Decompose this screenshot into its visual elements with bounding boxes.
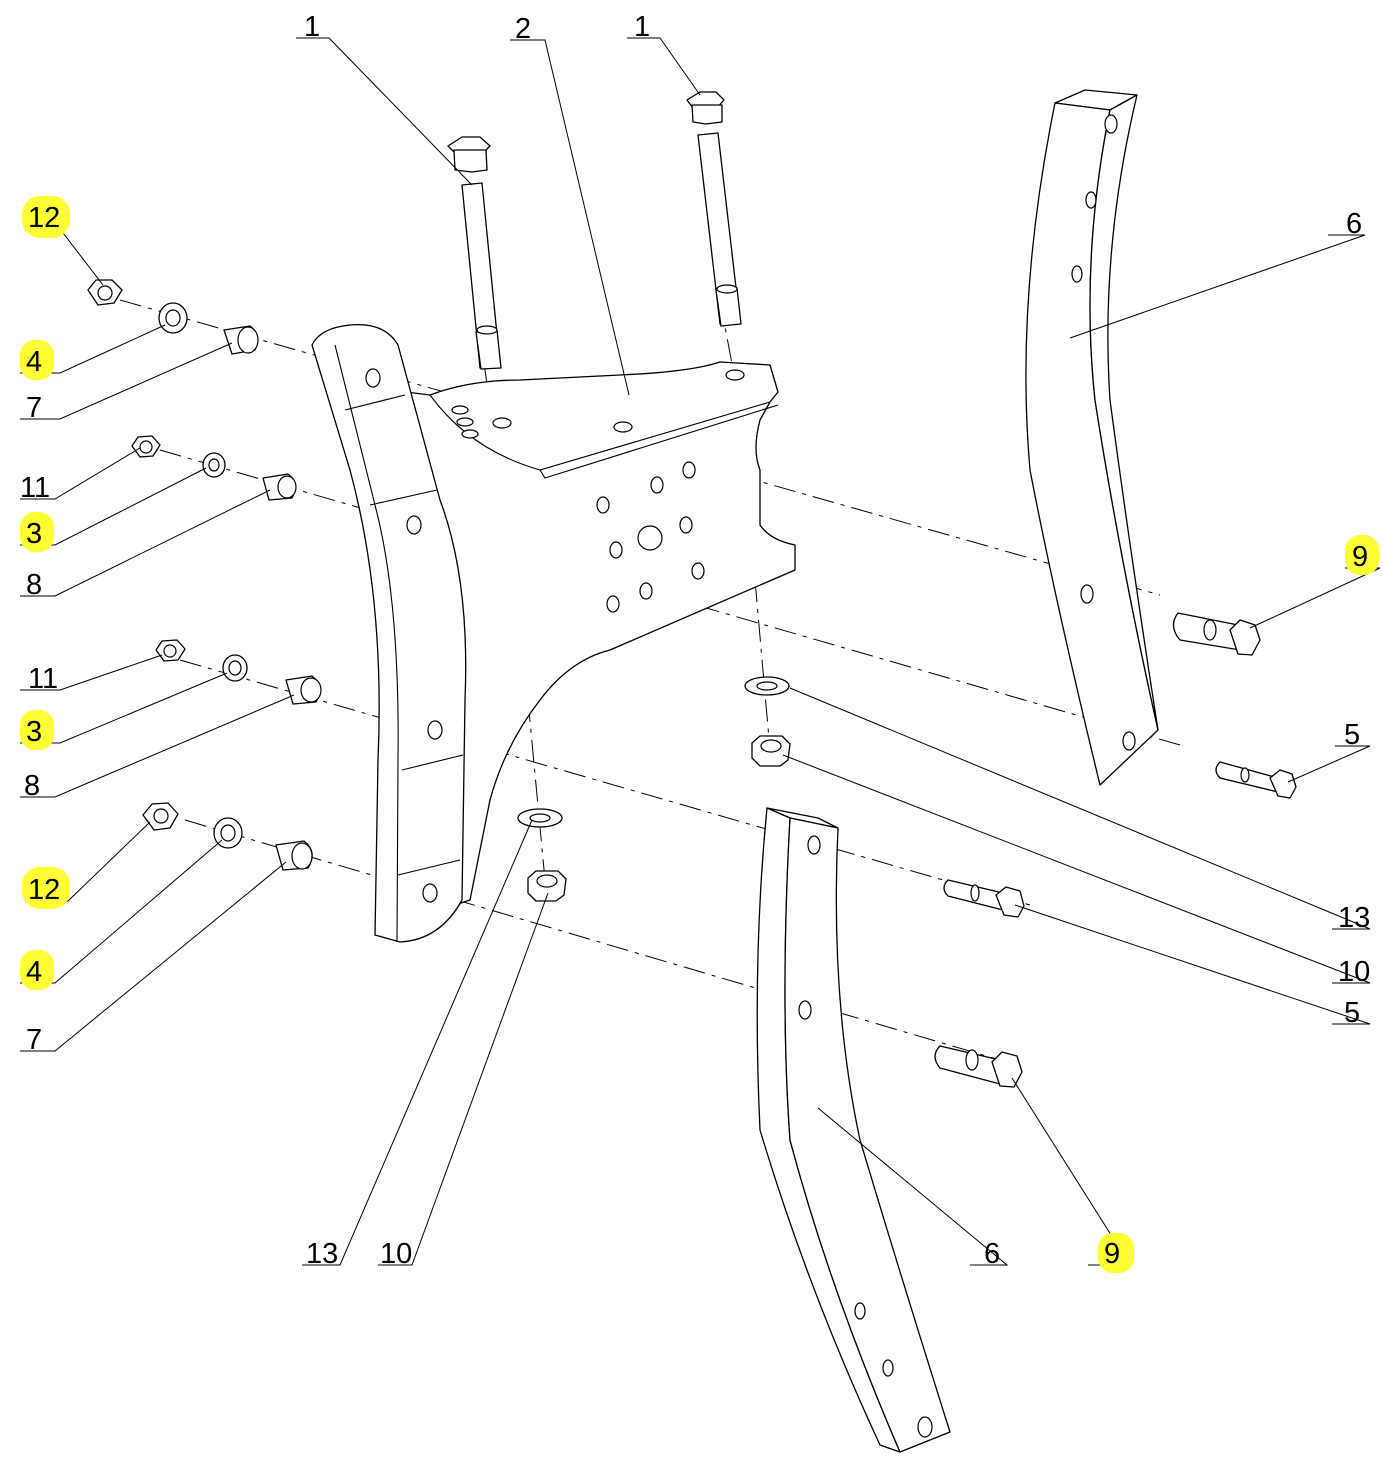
callout-11-lower: 11: [28, 663, 58, 695]
left-side-plate: [311, 324, 467, 943]
callout-8-upper: 8: [26, 569, 42, 601]
callout-10-right: 10: [1338, 956, 1370, 988]
callout-5-lower: 5: [1344, 997, 1360, 1029]
callout-9-right: 9: [1352, 541, 1368, 573]
highlight-marks: [20, 196, 1379, 1273]
callout-11-upper: 11: [20, 472, 50, 504]
right-bar-part-6-upper: [1025, 89, 1159, 786]
callout-12-lower: 12: [28, 874, 60, 906]
callout-12-upper: 12: [28, 202, 60, 234]
bolt-part-1-left: [447, 136, 502, 370]
bolt-part-1-right: [686, 91, 742, 327]
callout-7-lower: 7: [26, 1024, 42, 1056]
callout-1-left: 1: [304, 11, 320, 43]
callout-leaders: [20, 37, 1381, 1266]
callout-13-right: 13: [1338, 902, 1370, 934]
hardware-center: [517, 676, 791, 902]
right-bar-part-6-lower: [756, 807, 951, 1453]
callout-7-upper: 7: [26, 392, 42, 424]
callout-6-lower: 6: [984, 1238, 1000, 1270]
callout-3-upper: 3: [26, 518, 42, 550]
callout-2: 2: [515, 13, 531, 45]
callout-10-bottom: 10: [380, 1238, 412, 1270]
hardware-right-bolts: [934, 612, 1297, 1088]
callout-3-lower: 3: [26, 716, 42, 748]
callout-1-right: 1: [634, 11, 650, 43]
callout-6-upper: 6: [1346, 208, 1362, 240]
callout-labels: 1 2 1 6 12 4 7 11 3 8 9 11 3 5 8 12 4 13…: [20, 11, 1370, 1270]
callout-9-bottom: 9: [1104, 1238, 1120, 1270]
callout-4-lower: 4: [26, 956, 42, 988]
callout-5-upper: 5: [1344, 719, 1360, 751]
callout-13-bottom: 13: [306, 1238, 338, 1270]
callout-4-upper: 4: [26, 346, 42, 378]
callout-8-lower: 8: [24, 770, 40, 802]
hardware-left: [87, 279, 322, 871]
